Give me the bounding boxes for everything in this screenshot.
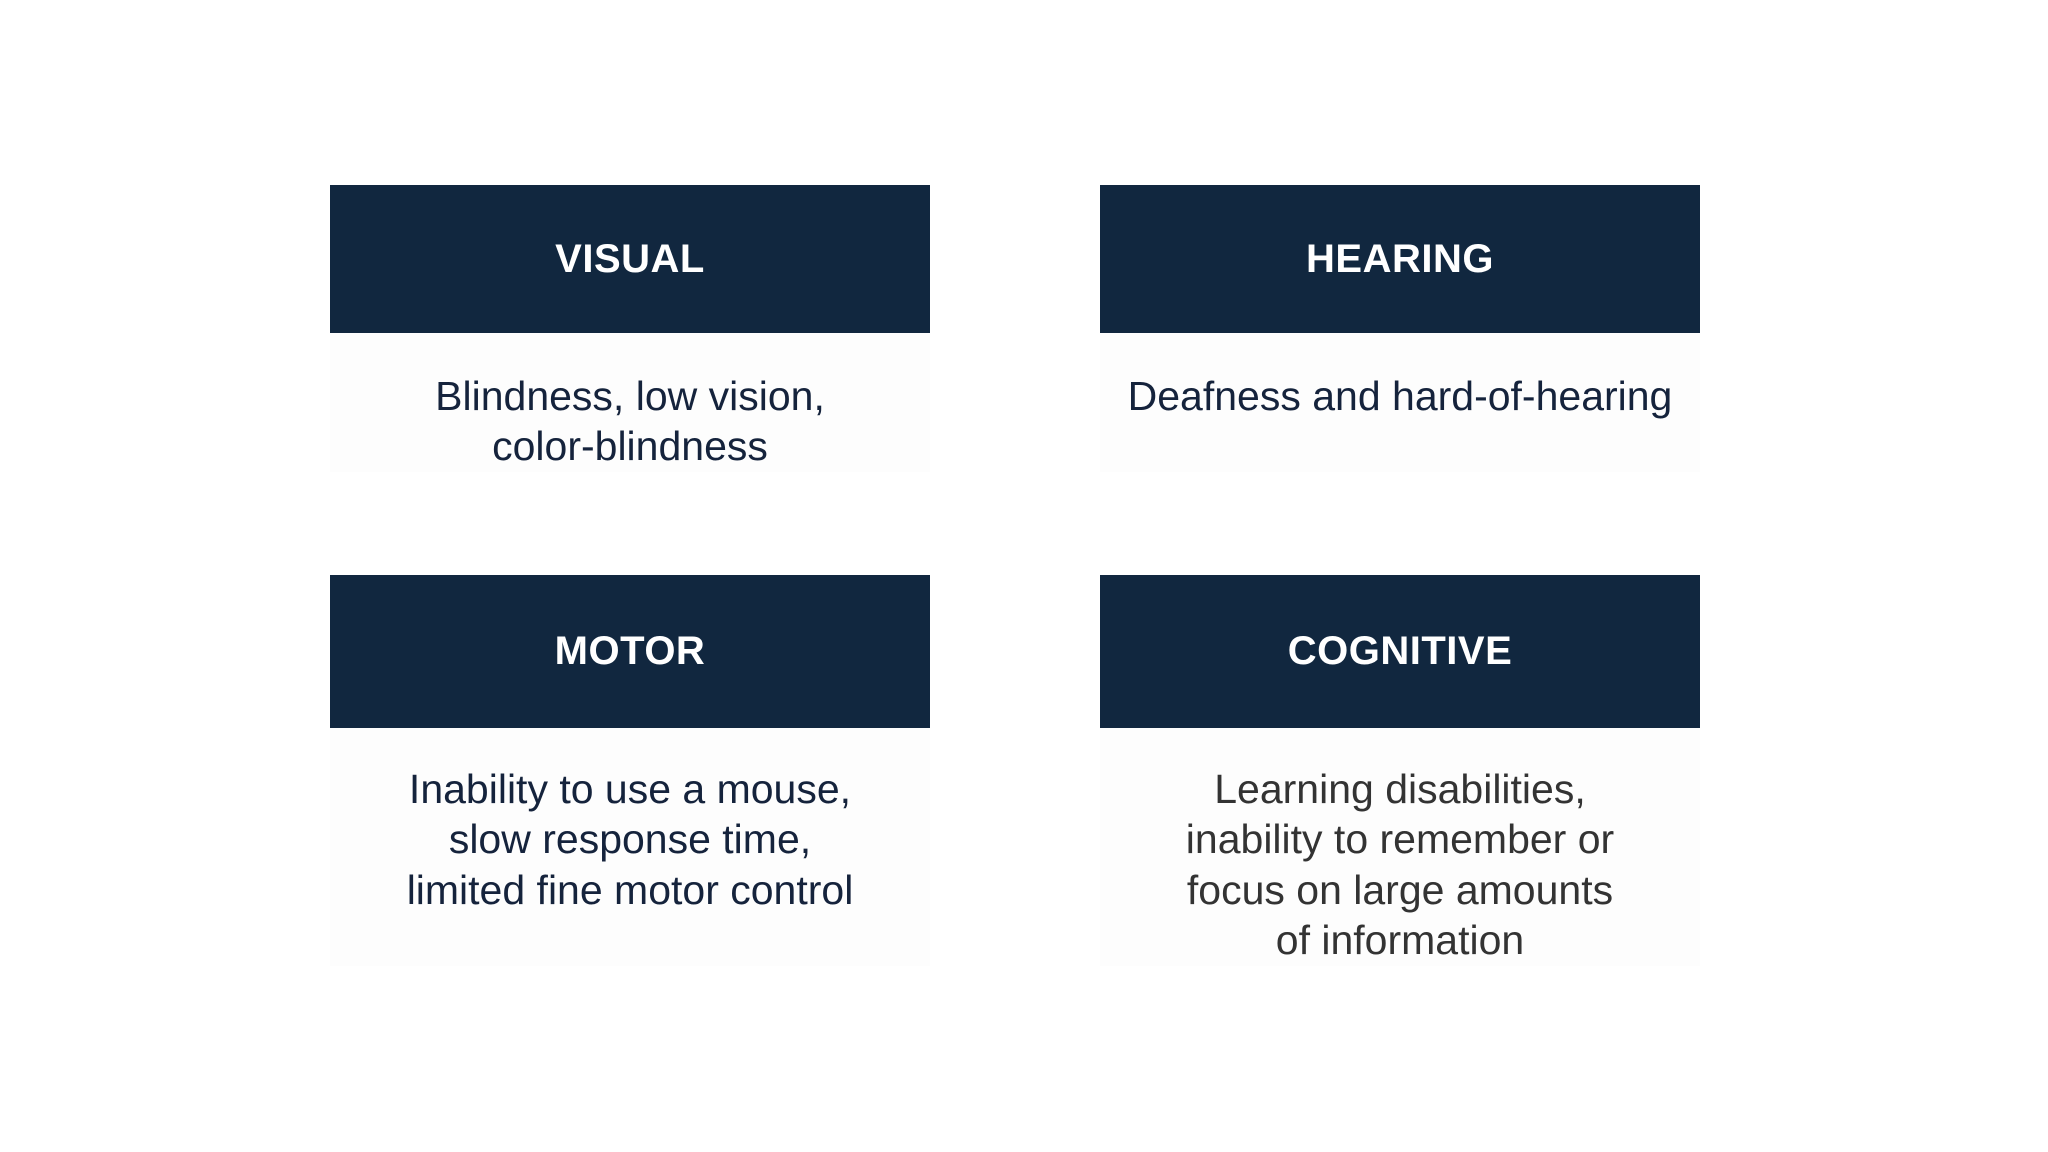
card-description-hearing: Deafness and hard-of-hearing <box>1127 373 1673 419</box>
card-title-visual: VISUAL <box>555 237 705 281</box>
card-header-visual: VISUAL <box>330 185 930 333</box>
card-description-cognitive: Learning disabilities, inability to reme… <box>1185 765 1615 964</box>
card-header-motor: MOTOR <box>330 574 930 728</box>
card-description-visual: Blindness, low vision, color-blindness <box>435 373 825 470</box>
category-card-visual[interactable]: VISUAL Blindness, low vision, color-blin… <box>330 185 930 472</box>
category-card-motor[interactable]: MOTOR Inability to use a mouse, slow res… <box>330 574 930 966</box>
card-header-hearing: HEARING <box>1100 185 1700 333</box>
card-title-hearing: HEARING <box>1306 237 1494 281</box>
category-card-hearing[interactable]: HEARING Deafness and hard-of-hearing <box>1100 185 1700 472</box>
card-title-cognitive: COGNITIVE <box>1287 629 1513 674</box>
card-title-motor: MOTOR <box>554 629 706 674</box>
category-card-cognitive[interactable]: COGNITIVE Learning disabilities, inabili… <box>1100 574 1700 966</box>
category-card-grid: VISUAL Blindness, low vision, color-blin… <box>330 185 1700 1065</box>
card-header-cognitive: COGNITIVE <box>1100 574 1700 728</box>
card-description-motor: Inability to use a mouse, slow response … <box>406 765 854 913</box>
